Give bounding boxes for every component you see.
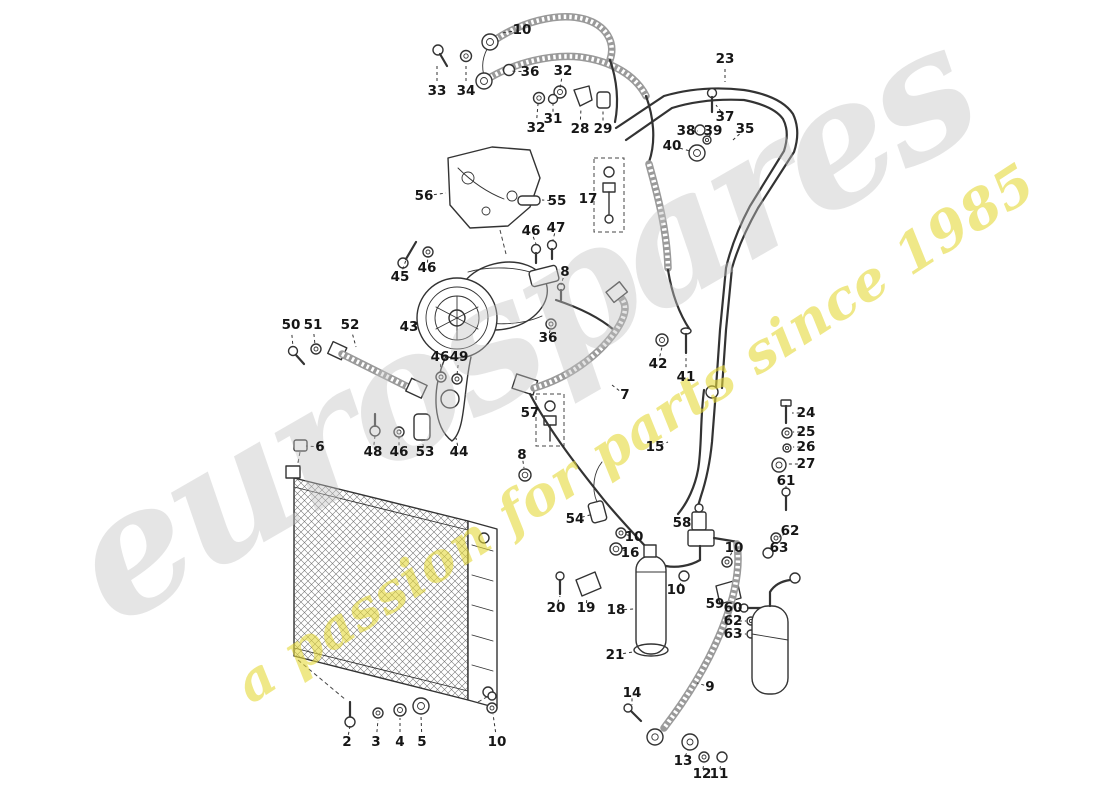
part-callout-63[interactable]: 63 <box>769 540 789 556</box>
part-callout-49[interactable]: 49 <box>449 349 469 365</box>
part-callout-14[interactable]: 14 <box>622 685 642 701</box>
part-callout-12[interactable]: 12 <box>692 766 712 782</box>
part-callout-15[interactable]: 15 <box>645 439 665 455</box>
part-callout-20[interactable]: 20 <box>546 600 566 616</box>
part-callout-46[interactable]: 46 <box>430 349 450 365</box>
part-callout-32[interactable]: 32 <box>553 63 573 79</box>
hose-7-junction <box>511 281 649 550</box>
part-callout-39[interactable]: 39 <box>703 123 723 139</box>
receiver-drier-18 <box>555 544 690 657</box>
part-callout-10[interactable]: 10 <box>487 734 507 750</box>
accumulator <box>751 572 801 695</box>
part-callout-58[interactable]: 58 <box>672 515 692 531</box>
fasteners-41-42 <box>655 327 692 355</box>
bracket-56 <box>447 146 541 255</box>
part-callout-21[interactable]: 21 <box>605 647 625 663</box>
part-callout-28[interactable]: 28 <box>570 121 590 137</box>
part-callout-3[interactable]: 3 <box>371 734 381 750</box>
part-callout-23[interactable]: 23 <box>715 51 735 67</box>
part-callout-26[interactable]: 26 <box>796 439 816 455</box>
part-callout-60[interactable]: 60 <box>723 600 743 616</box>
part-callout-47[interactable]: 47 <box>546 220 566 236</box>
part-callout-45[interactable]: 45 <box>390 269 410 285</box>
part-callout-19[interactable]: 19 <box>576 600 596 616</box>
part-callout-10[interactable]: 10 <box>624 529 644 545</box>
part-callout-38[interactable]: 38 <box>676 123 696 139</box>
part-callout-27[interactable]: 27 <box>796 456 816 472</box>
part-callout-37[interactable]: 37 <box>715 109 735 125</box>
hose-52 <box>287 340 428 399</box>
part-callout-46[interactable]: 46 <box>417 260 437 276</box>
part-callout-52[interactable]: 52 <box>340 317 360 333</box>
part-callout-10[interactable]: 10 <box>512 22 532 38</box>
fasteners-37-40 <box>688 87 718 162</box>
part-callout-9[interactable]: 9 <box>705 679 715 695</box>
part-callout-5[interactable]: 5 <box>417 734 427 750</box>
belt-44 <box>435 355 472 442</box>
fitting-58 <box>664 503 740 568</box>
part-callout-31[interactable]: 31 <box>543 111 563 127</box>
part-callout-11[interactable]: 11 <box>709 766 729 782</box>
part-callout-48[interactable]: 48 <box>363 444 383 460</box>
part-callout-35[interactable]: 35 <box>735 121 755 137</box>
part-callout-55[interactable]: 55 <box>547 193 567 209</box>
bolt-33-washer-34 <box>432 44 473 68</box>
part-callout-43[interactable]: 43 <box>399 319 419 335</box>
part-callout-56[interactable]: 56 <box>414 188 434 204</box>
part-callout-24[interactable]: 24 <box>796 405 816 421</box>
part-callout-7[interactable]: 7 <box>620 387 630 403</box>
part-callout-57[interactable]: 57 <box>520 405 540 421</box>
fasteners-45-47 <box>397 239 558 269</box>
part-callout-36[interactable]: 36 <box>538 330 558 346</box>
part-callout-61[interactable]: 61 <box>776 473 796 489</box>
part-callout-8[interactable]: 8 <box>517 447 527 463</box>
part-callout-36[interactable]: 36 <box>520 64 540 80</box>
pressure-switch-54 <box>587 461 608 524</box>
part-callout-8[interactable]: 8 <box>560 264 570 280</box>
washers-10-16 <box>609 527 627 556</box>
part-callout-41[interactable]: 41 <box>676 369 696 385</box>
pin-55 <box>517 195 541 206</box>
part-callout-46[interactable]: 46 <box>389 444 409 460</box>
part-callout-29[interactable]: 29 <box>593 121 613 137</box>
top-hose-assembly <box>475 13 692 332</box>
part-callout-54[interactable]: 54 <box>565 511 585 527</box>
part-callout-10[interactable]: 10 <box>666 582 686 598</box>
part-callout-2[interactable]: 2 <box>342 734 352 750</box>
leader-lines <box>291 30 801 770</box>
fasteners-right-column <box>762 399 793 559</box>
cap-6 <box>293 439 308 469</box>
part-callout-44[interactable]: 44 <box>449 444 469 460</box>
condenser <box>285 465 498 709</box>
part-callout-62[interactable]: 62 <box>780 523 800 539</box>
part-callout-59[interactable]: 59 <box>705 596 725 612</box>
part-callout-16[interactable]: 16 <box>620 545 640 561</box>
part-callout-32[interactable]: 32 <box>526 120 546 136</box>
part-callout-10[interactable]: 10 <box>724 540 744 556</box>
part-callout-50[interactable]: 50 <box>281 317 301 333</box>
service-valve-17 <box>593 157 625 233</box>
part-callout-18[interactable]: 18 <box>606 602 626 618</box>
part-callout-6[interactable]: 6 <box>315 439 325 455</box>
part-callout-33[interactable]: 33 <box>427 83 447 99</box>
part-callout-13[interactable]: 13 <box>673 753 693 769</box>
bottom-fasteners <box>344 691 498 728</box>
fitting-cluster-28-32 <box>502 63 611 109</box>
part-callout-34[interactable]: 34 <box>456 83 476 99</box>
part-callout-46[interactable]: 46 <box>521 223 541 239</box>
part-callout-25[interactable]: 25 <box>796 424 816 440</box>
part-callout-63[interactable]: 63 <box>723 626 743 642</box>
compressor-43 <box>416 261 616 359</box>
hose-9 <box>623 540 742 763</box>
pipe-15 <box>676 385 719 516</box>
part-callout-4[interactable]: 4 <box>395 734 405 750</box>
part-callout-17[interactable]: 17 <box>578 191 598 207</box>
part-callout-53[interactable]: 53 <box>415 444 435 460</box>
part-callout-62[interactable]: 62 <box>723 613 743 629</box>
part-callout-51[interactable]: 51 <box>303 317 323 333</box>
part-callout-40[interactable]: 40 <box>662 138 682 154</box>
part-callout-42[interactable]: 42 <box>648 356 668 372</box>
